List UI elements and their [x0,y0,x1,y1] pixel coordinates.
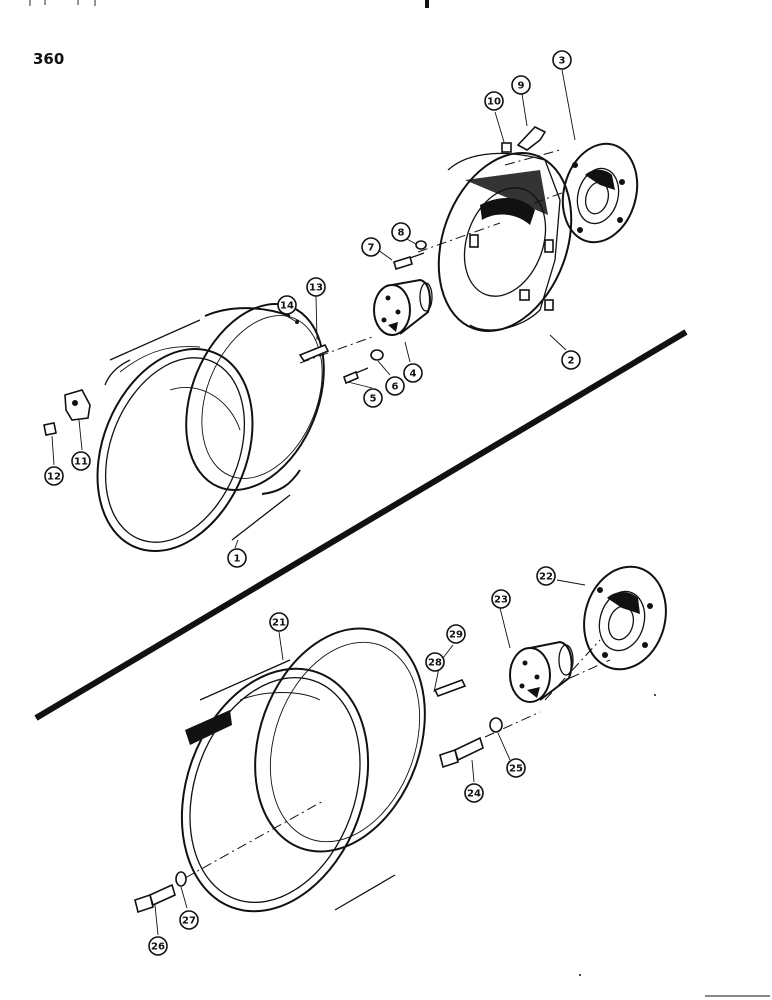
callout-11: 11 [71,451,91,471]
callout-24: 24 [464,783,484,803]
rim-lower [180,627,426,913]
callouts: 1 2 3 4 5 6 7 8 9 10 11 12 13 14 21 22 2… [44,50,581,956]
svg-text:3: 3 [559,56,566,67]
svg-text:10: 10 [487,97,501,108]
callout-25: 25 [506,758,526,778]
callout-12: 12 [44,466,64,486]
page-number: 360 [33,50,65,68]
svg-text:2: 2 [568,356,575,367]
leader-lines [51,69,586,936]
svg-text:7: 7 [368,243,375,254]
hub-flange-upper [561,142,639,244]
svg-text:14: 14 [280,301,294,312]
svg-text:12: 12 [47,472,61,483]
callout-8: 8 [391,222,411,242]
callout-14: 14 [277,295,297,315]
callout-3: 3 [552,50,572,70]
callout-2: 2 [561,350,581,370]
rim-upper [96,303,325,553]
hub-lower [509,640,574,703]
svg-text:9: 9 [518,81,525,92]
callout-5: 5 [363,388,383,408]
svg-text:29: 29 [449,630,463,641]
callout-1: 1 [227,548,247,568]
wheel-disc [437,151,573,333]
svg-text:1: 1 [234,554,241,565]
hardware-lower [134,658,503,914]
svg-text:4: 4 [410,369,417,380]
callout-21: 21 [269,612,289,632]
svg-text:22: 22 [539,572,553,583]
callout-4: 4 [403,363,423,383]
callout-6: 6 [385,376,405,396]
svg-text:5: 5 [370,394,377,405]
scan-marks [29,0,429,8]
callout-28: 28 [425,652,445,672]
callout-7: 7 [361,237,381,257]
callout-29: 29 [446,624,466,644]
callout-9: 9 [511,75,531,95]
svg-text:23: 23 [494,595,508,606]
svg-text:28: 28 [428,658,442,669]
hub-flange-lower [583,565,667,671]
centerlines-lower [184,639,611,879]
svg-text:27: 27 [182,916,196,927]
centerlines-upper [299,149,571,364]
callout-26: 26 [148,936,168,956]
svg-text:21: 21 [272,618,286,629]
hardware-upper [43,126,547,436]
scan-marks-bottom [579,694,770,997]
svg-text:8: 8 [398,228,405,239]
callout-10: 10 [484,91,504,111]
callout-23: 23 [491,589,511,609]
svg-text:25: 25 [509,764,523,775]
hub-upper [373,278,433,336]
section-divider [34,329,688,721]
svg-text:13: 13 [309,283,323,294]
callout-27: 27 [179,910,199,930]
callout-13: 13 [306,277,326,297]
svg-text:6: 6 [392,382,399,393]
callout-22: 22 [536,566,556,586]
svg-text:24: 24 [467,789,481,800]
svg-text:26: 26 [151,942,165,953]
svg-text:11: 11 [74,457,88,468]
